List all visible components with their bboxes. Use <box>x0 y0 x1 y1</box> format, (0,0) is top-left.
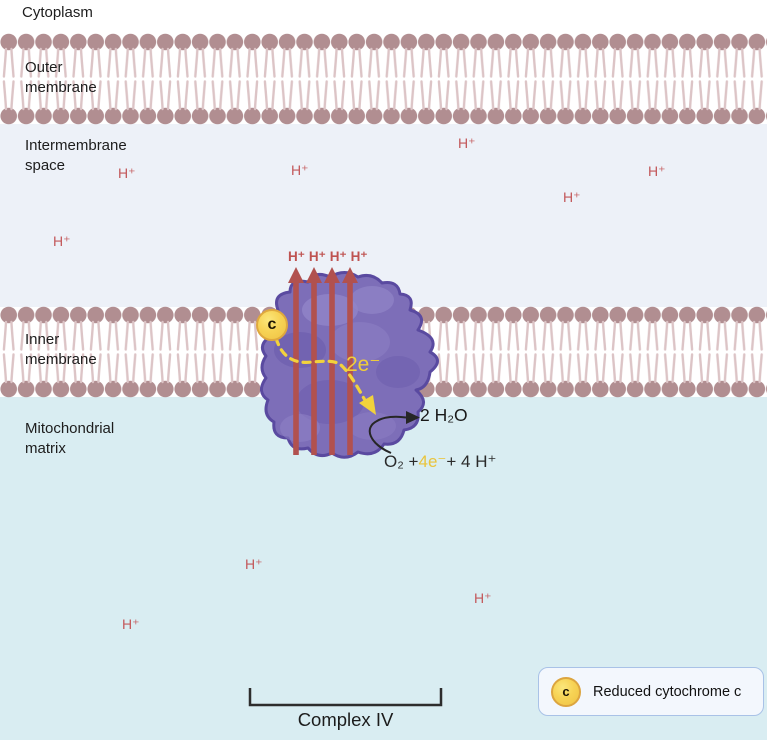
pumped-proton: H⁺ <box>288 249 305 264</box>
proton-ion: H⁺ <box>474 590 492 606</box>
proton-ion: H⁺ <box>563 189 581 205</box>
intermembrane-space-label: Intermembrane space <box>25 137 127 174</box>
proton-ion: H⁺ <box>458 135 476 151</box>
legend: c Reduced cytochrome c <box>538 667 764 716</box>
proton-ion: H⁺ <box>118 165 136 181</box>
oxygen-reduction-reaction: O₂ +4e⁻+ 4 H⁺ <box>384 452 496 472</box>
water-product-arrow <box>368 411 420 454</box>
legend-cytochrome-letter: c <box>562 684 570 699</box>
legend-label: Reduced cytochrome c <box>593 683 742 700</box>
cytochrome-c-molecule: c <box>256 309 288 341</box>
complex-iv-label: Complex IV <box>297 709 394 730</box>
reaction-electrons: 4e⁻ <box>418 452 447 471</box>
reaction-protons: + 4 H⁺ <box>446 452 497 471</box>
proton-ion: H⁺ <box>245 556 263 572</box>
pumped-protons-row: H⁺ H⁺ H⁺ H⁺ <box>288 249 368 265</box>
electron-path-arrow <box>274 336 376 415</box>
electron-transfer-label: 2e⁻ <box>346 353 381 376</box>
cytochrome-c-letter: c <box>267 316 277 333</box>
legend-cytochrome-icon: c <box>551 676 581 707</box>
mitochondrial-matrix-label: Mitochondrial matrix <box>25 420 115 457</box>
water-product-label: 2 H₂O <box>420 405 468 425</box>
proton-ion: H⁺ <box>291 162 309 178</box>
intermembrane-space-region <box>0 124 767 307</box>
proton-ion: H⁺ <box>122 616 140 632</box>
proton-ion: H⁺ <box>648 163 666 179</box>
inner-membrane-label: Inner membrane <box>25 331 97 368</box>
outer-membrane-label: Outer membrane <box>25 59 97 96</box>
pumped-proton: H⁺ <box>308 249 326 264</box>
outer-membrane-bilayer <box>0 33 767 125</box>
pumped-proton: H⁺ <box>329 249 347 264</box>
reaction-oxygen: O₂ + <box>384 452 419 471</box>
proton-ion: H⁺ <box>53 233 71 249</box>
cytoplasm-label: Cytoplasm <box>22 4 93 21</box>
complex-iv-bracket <box>248 688 443 707</box>
pumped-proton: H⁺ <box>350 249 368 264</box>
